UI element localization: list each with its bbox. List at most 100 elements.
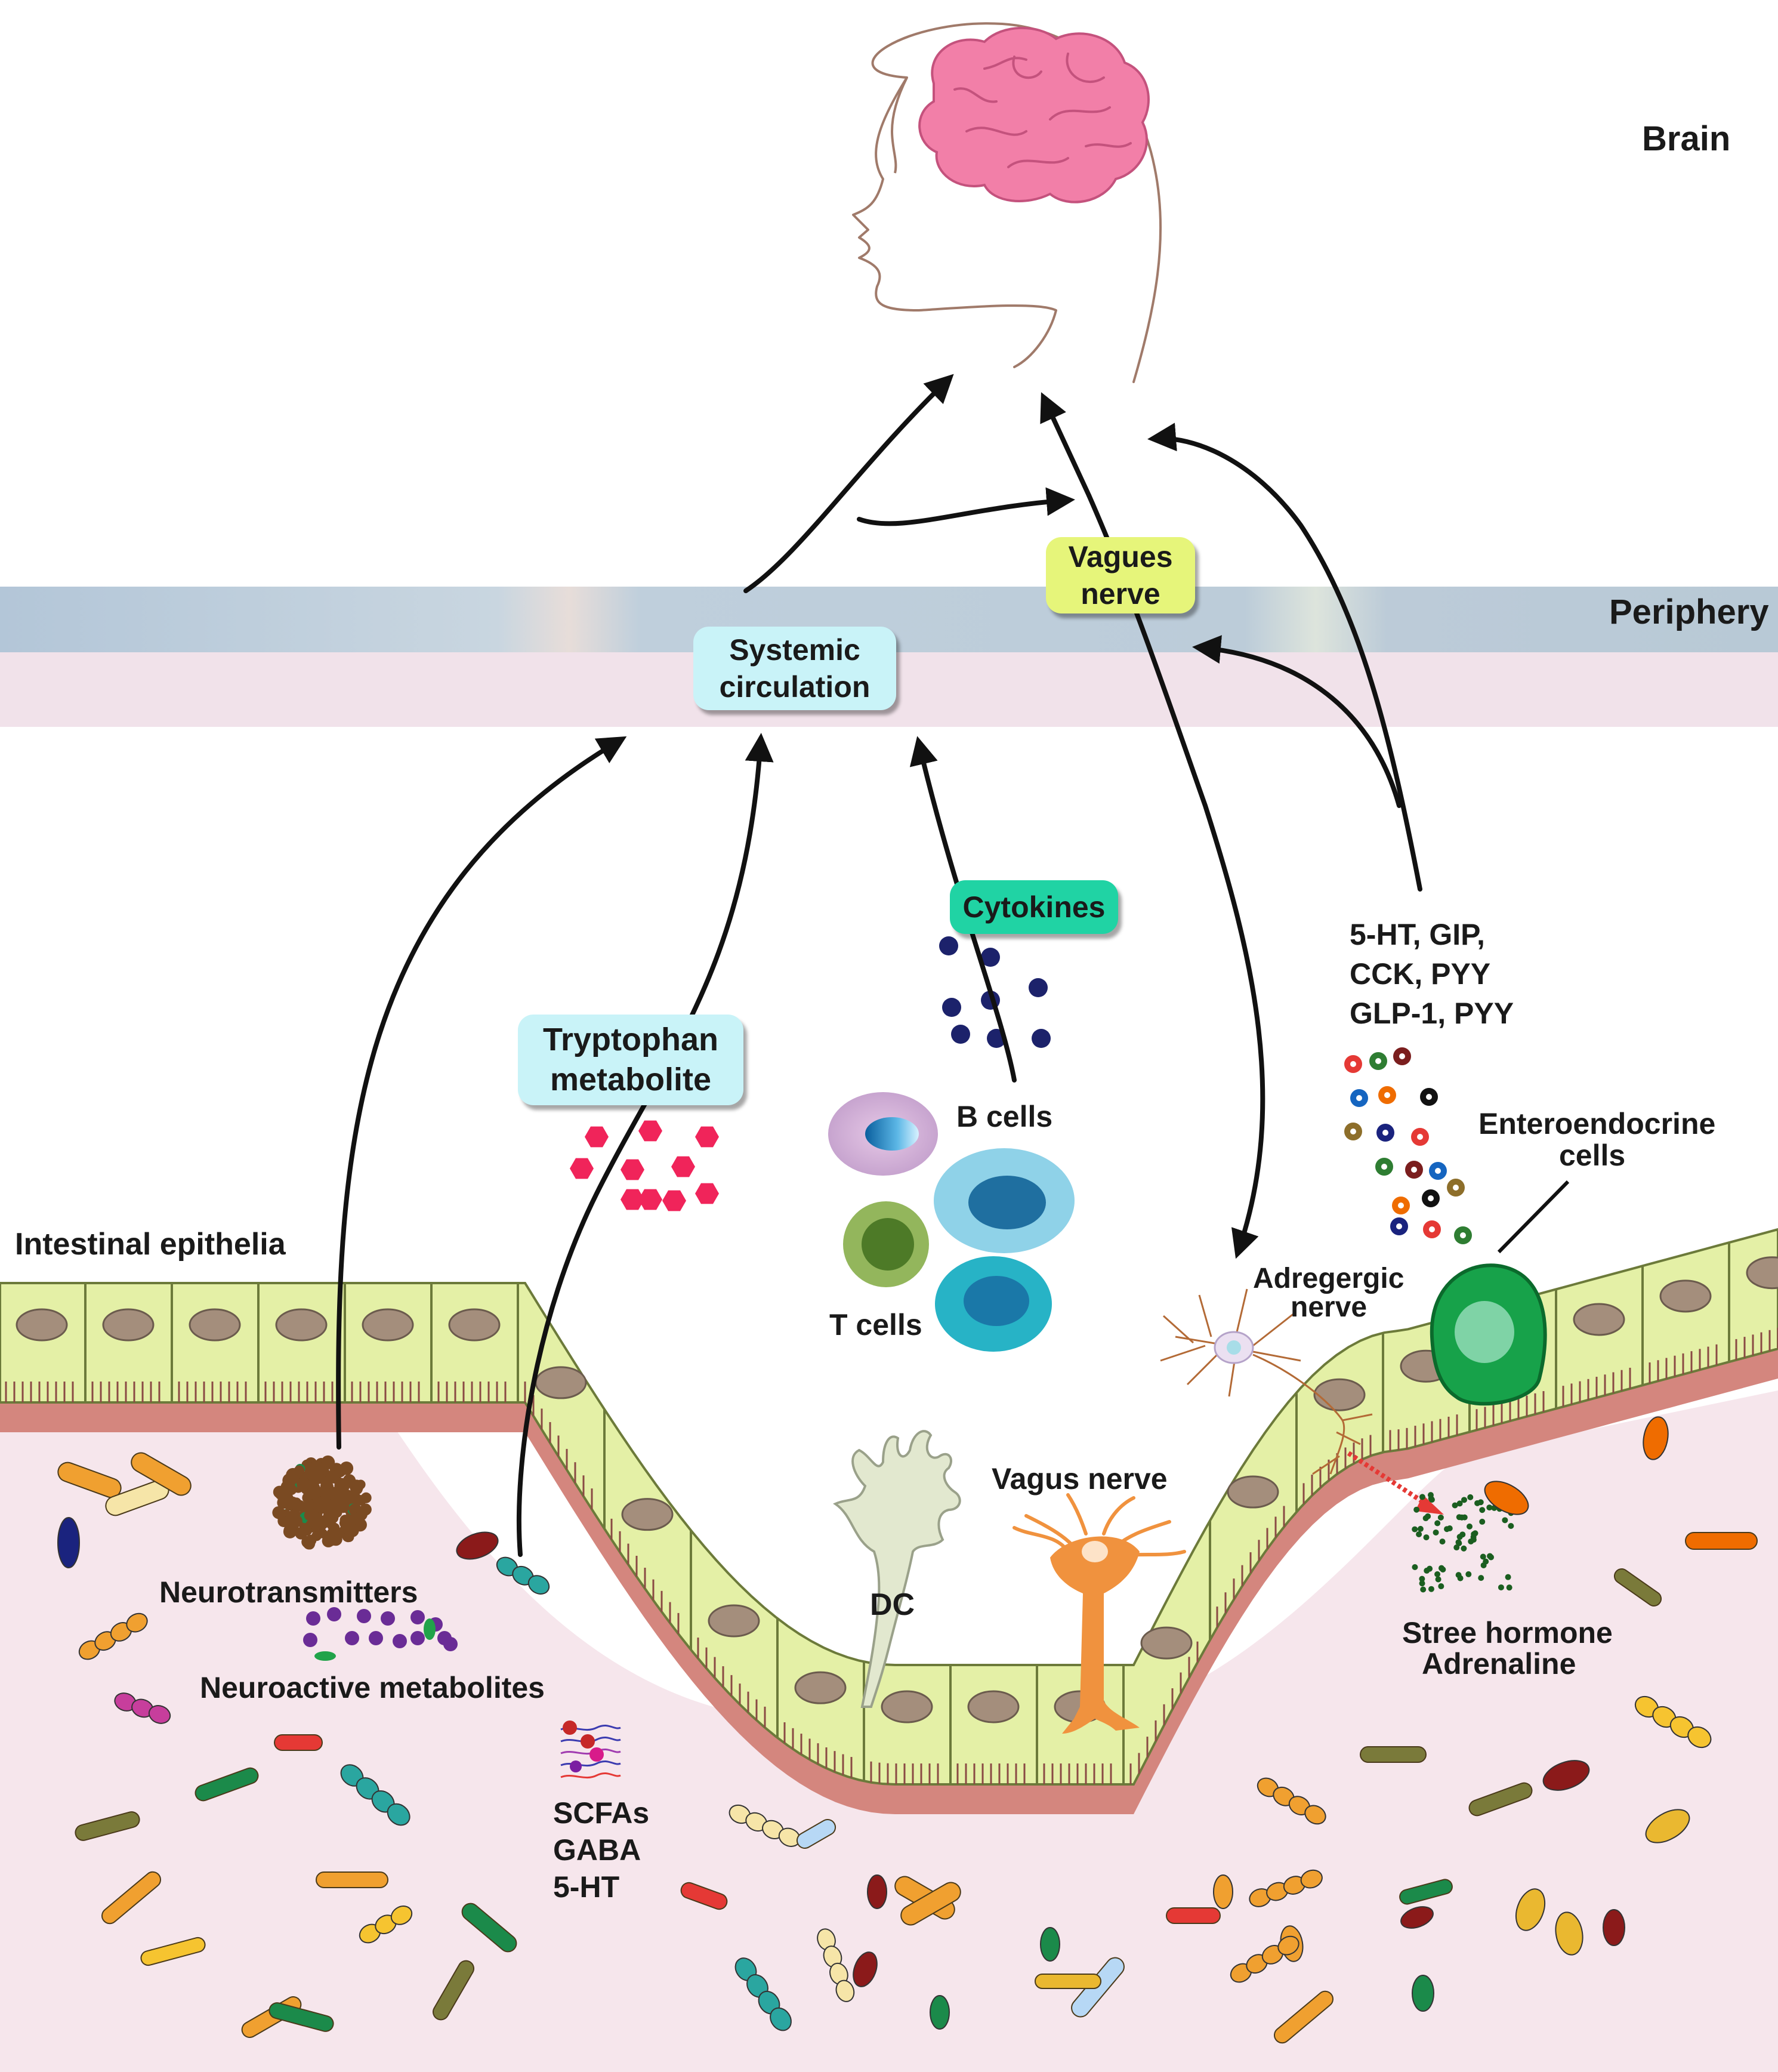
- hormone-bead-core: [1375, 1058, 1381, 1064]
- bacterium-rod: [1035, 1974, 1101, 1989]
- neurotransmitter-dot: [289, 1515, 302, 1528]
- scfa-molecules-icon: [560, 1720, 621, 1778]
- adrenaline-dot: [1452, 1502, 1458, 1509]
- neurotransmitter-dot: [283, 1524, 297, 1537]
- neurotransmitter-dot: [304, 1509, 316, 1521]
- adrenaline-dot: [1470, 1537, 1477, 1543]
- adrenaline-dot: [1434, 1571, 1441, 1577]
- tryptophan-hexagon: [638, 1189, 662, 1210]
- tryptophan-hexagon: [671, 1156, 695, 1177]
- periphery-region-label: Periphery: [1609, 593, 1769, 631]
- adrenaline-dot: [1487, 1553, 1493, 1559]
- t-cell-teal: [935, 1256, 1052, 1352]
- bacterium-oval: [1643, 1416, 1669, 1460]
- epithelial-layer: [0, 1228, 1778, 1786]
- cytokines-box: Cytokines: [950, 880, 1118, 934]
- neuroactive-dot: [410, 1610, 425, 1624]
- tryptophan-hexagon: [695, 1126, 719, 1148]
- hormones-label-line1: 5-HT, GIP,: [1350, 918, 1485, 951]
- adrenaline-dot: [1412, 1564, 1418, 1571]
- adrenaline-dot: [1416, 1531, 1422, 1537]
- stress-hormone-label: Stree hormone: [1402, 1616, 1613, 1649]
- enteroendocrine-cell: [1430, 1180, 1570, 1406]
- b-cells-label: B cells: [956, 1100, 1053, 1133]
- adrenaline-dot: [1419, 1580, 1425, 1587]
- hormone-bead-core: [1429, 1226, 1435, 1232]
- neurotransmitter-dot: [322, 1488, 334, 1500]
- cell-nucleus: [16, 1308, 68, 1342]
- bacterium-rod: [274, 1734, 323, 1751]
- adregergic-neuron: [1160, 1288, 1373, 1475]
- adrenaline-dot: [1459, 1514, 1465, 1521]
- adrenaline-dot: [1466, 1523, 1473, 1530]
- b-cell-small: [828, 1092, 938, 1176]
- bacterium-oval: [1542, 1760, 1590, 1791]
- hormone-bead-core: [1417, 1134, 1423, 1140]
- cell-nucleus: [362, 1308, 414, 1342]
- adrenaline-dot: [1417, 1525, 1424, 1532]
- adrenaline-dot: [1438, 1583, 1444, 1590]
- neurotransmitter-dot: [302, 1525, 313, 1536]
- adrenaline-dot: [1483, 1558, 1489, 1565]
- neurotransmitter-dot: [291, 1500, 301, 1511]
- neurotransmitter-dot: [280, 1480, 295, 1494]
- hormone-bead-core: [1428, 1195, 1434, 1201]
- bacterium-oval: [1213, 1874, 1233, 1909]
- adrenaline-dot: [1423, 1534, 1430, 1541]
- bacterium-oval: [1412, 1975, 1434, 2012]
- neurotransmitter-dot: [305, 1488, 317, 1500]
- adrenaline-dot: [1427, 1492, 1434, 1498]
- intestinal-epithelia-label: Intestinal epithelia: [15, 1227, 286, 1262]
- neurotransmitter-dot: [314, 1497, 326, 1508]
- hormone-bead-core: [1350, 1128, 1356, 1134]
- adrenaline-dot: [1413, 1506, 1420, 1513]
- neurotransmitter-dot: [326, 1536, 337, 1546]
- neuroactive-dot: [357, 1609, 371, 1623]
- adrenaline-dot: [1465, 1571, 1472, 1577]
- bacterium-rod: [1468, 1782, 1533, 1817]
- vagus-nerve-neuron: [1013, 1493, 1186, 1734]
- cell-nucleus: [535, 1366, 587, 1399]
- hormones-label-line3: GLP-1, PYY: [1350, 997, 1514, 1030]
- brain-region-label: Brain: [1642, 119, 1731, 158]
- adrenaline-dot: [1437, 1514, 1444, 1521]
- bacterium-oval: [1484, 1481, 1529, 1515]
- neurotransmitter-dot: [297, 1477, 310, 1491]
- neuroactive-dot: [345, 1631, 359, 1645]
- neurotransmitter-dot: [326, 1470, 338, 1482]
- adrenaline-label: Adrenaline: [1422, 1647, 1576, 1681]
- gaba-label: GABA: [553, 1833, 641, 1867]
- bacterium-chain: [496, 1556, 550, 1595]
- neuroactive-dot: [369, 1631, 383, 1645]
- neurotransmitter-dot: [339, 1461, 354, 1475]
- t-cell: [843, 1201, 929, 1287]
- neuroactive-metabolite-particles: [303, 1607, 458, 1661]
- neuroactive-metabolites-label: Neuroactive metabolites: [200, 1671, 545, 1704]
- adrenaline-dot: [1461, 1497, 1467, 1503]
- bacterium-rod: [900, 1882, 961, 1926]
- cell-nucleus: [967, 1690, 1020, 1723]
- neuroactive-dot-green: [424, 1618, 436, 1640]
- bacterium-oval: [1040, 1927, 1060, 1962]
- dc-label: DC: [870, 1587, 915, 1622]
- tryptophan-hexagon: [638, 1120, 662, 1142]
- bacterium-oval: [930, 1995, 950, 2030]
- neuroactive-dot: [327, 1607, 341, 1621]
- adrenaline-dot: [1478, 1575, 1484, 1581]
- hormone-bead-core: [1426, 1094, 1432, 1100]
- cell-nucleus: [881, 1690, 933, 1723]
- neurotransmitter-dot: [317, 1528, 328, 1538]
- tryptophan-metabolite-particles: [570, 1120, 719, 1211]
- bacterium-rod: [1399, 1879, 1453, 1905]
- adrenaline-dot: [1419, 1575, 1425, 1582]
- adrenaline-dot: [1480, 1553, 1486, 1560]
- adrenaline-dot: [1435, 1576, 1441, 1583]
- neuroactive-dot: [393, 1634, 407, 1648]
- adrenaline-dot: [1424, 1567, 1430, 1574]
- bacterium-chain: [340, 1764, 410, 1826]
- adrenaline-dot: [1453, 1544, 1460, 1551]
- hormone-bead-core: [1396, 1223, 1402, 1229]
- neurotransmitter-dot: [356, 1479, 366, 1490]
- adrenaline-dot: [1412, 1526, 1418, 1533]
